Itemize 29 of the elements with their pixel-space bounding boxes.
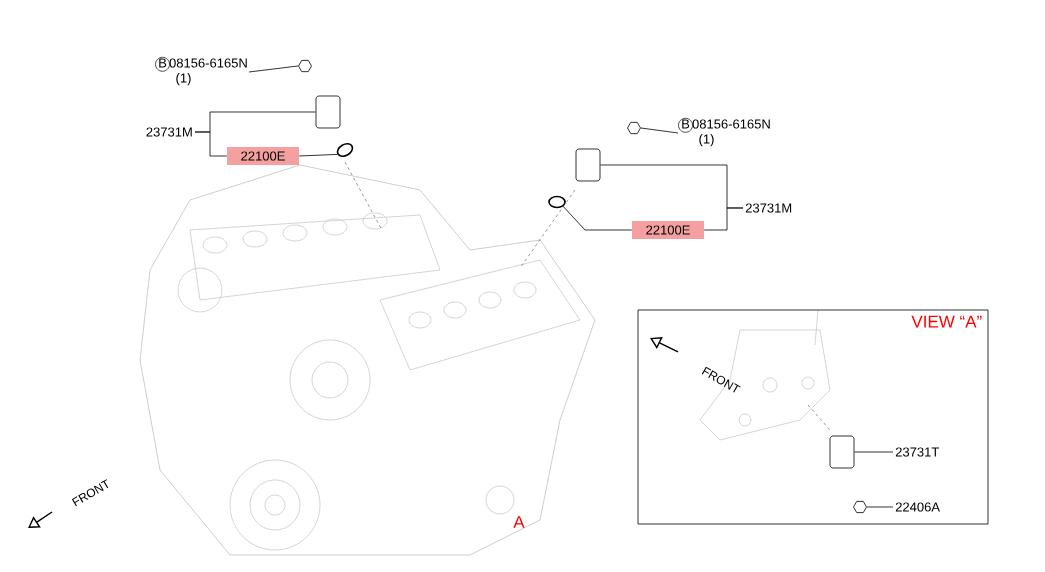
node-label: (1) bbox=[699, 134, 714, 147]
sensor-drawing bbox=[315, 95, 341, 129]
leader-line bbox=[866, 506, 894, 508]
node-label: (1) bbox=[176, 73, 191, 86]
part-number: 22406A bbox=[895, 502, 940, 512]
leader-line bbox=[703, 207, 744, 231]
leader-line bbox=[854, 451, 894, 453]
part-number: 22100E bbox=[632, 221, 704, 239]
part-number: 23731M bbox=[146, 127, 192, 137]
leader-line bbox=[640, 127, 679, 134]
node-label: 08156-6165N bbox=[169, 58, 247, 68]
view-marker: A bbox=[513, 516, 525, 528]
sensor-drawing bbox=[829, 435, 855, 469]
node-label: 08156-6165N bbox=[692, 119, 770, 129]
bolt-drawing bbox=[853, 500, 867, 513]
part-number: 22100E bbox=[227, 147, 299, 165]
bolt-drawing bbox=[298, 59, 312, 73]
part-callout: B 08156-6165N (1) bbox=[678, 117, 770, 147]
bolt-drawing bbox=[627, 121, 641, 135]
o-ring-drawing bbox=[336, 143, 354, 157]
part-number: 23731M bbox=[745, 203, 792, 213]
leader-line bbox=[248, 65, 299, 73]
part-callout: B 08156-6165N (1) bbox=[155, 56, 247, 86]
leader-line bbox=[298, 154, 338, 157]
leader-line bbox=[562, 206, 633, 231]
sensor-drawing bbox=[575, 148, 601, 182]
o-ring-drawing bbox=[548, 195, 566, 209]
part-number: 23731T bbox=[895, 447, 939, 457]
leader-line bbox=[194, 131, 228, 157]
